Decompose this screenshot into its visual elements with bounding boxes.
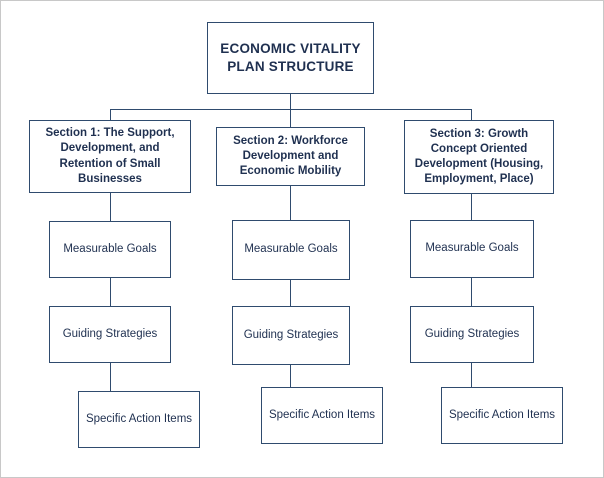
specific-action-items-box-2: Specific Action Items [261,387,383,444]
measurable-goals-label-2: Measurable Goals [244,243,338,256]
connector-goals1-to-strategies [110,278,112,306]
section-1-label: Section 1: The Support, Development, and… [45,127,175,185]
connector-goals2-to-strategies [290,280,292,306]
connector-bus-to-section-3 [471,109,473,120]
connector-section1-to-goals [110,193,112,221]
title-line-2: PLAN STRUCTURE [227,59,354,74]
guiding-strategies-box-2: Guiding Strategies [232,306,350,365]
connector-section3-to-goals [471,194,473,220]
connector-title-down [290,94,292,110]
section-box-3: Section 3: Growth Concept Oriented Devel… [404,120,554,194]
measurable-goals-box-3: Measurable Goals [410,220,534,278]
title-box: ECONOMIC VITALITY PLAN STRUCTURE [207,22,374,94]
title-text: ECONOMIC VITALITY PLAN STRUCTURE [214,40,367,76]
measurable-goals-label-3: Measurable Goals [425,242,519,255]
guiding-strategies-label-2: Guiding Strategies [243,328,339,341]
measurable-goals-box-2: Measurable Goals [232,220,350,280]
measurable-goals-box-1: Measurable Goals [49,221,171,278]
guiding-strategies-label-3: Guiding Strategies [424,327,520,340]
section-3-label: Section 3: Growth Concept Oriented Devel… [414,127,544,186]
specific-action-items-label-2: Specific Action Items [268,408,376,421]
section-box-1: Section 1: The Support, Development, and… [29,120,191,193]
connector-goals3-to-strategies [471,278,473,306]
connector-bus-to-section-2 [290,109,292,127]
connector-section2-to-goals [290,186,292,220]
connector-strategies2-to-actions [290,365,292,387]
specific-action-items-box-1: Specific Action Items [78,391,200,448]
guiding-strategies-box-1: Guiding Strategies [49,306,171,363]
guiding-strategies-box-3: Guiding Strategies [410,306,534,363]
section-box-2: Section 2: Workforce Development and Eco… [216,127,365,186]
connector-strategies3-to-actions [471,363,473,387]
specific-action-items-box-3: Specific Action Items [441,387,563,444]
connector-strategies1-to-actions [110,363,112,391]
guiding-strategies-label-1: Guiding Strategies [62,327,158,340]
title-line-1: ECONOMIC VITALITY [220,41,361,57]
specific-action-items-label-3: Specific Action Items [448,408,556,421]
specific-action-items-label-1: Specific Action Items [85,412,193,425]
section-2-label: Section 2: Workforce Development and Eco… [233,134,348,178]
measurable-goals-label-1: Measurable Goals [63,242,157,255]
connector-bus-to-section-1 [110,109,112,120]
